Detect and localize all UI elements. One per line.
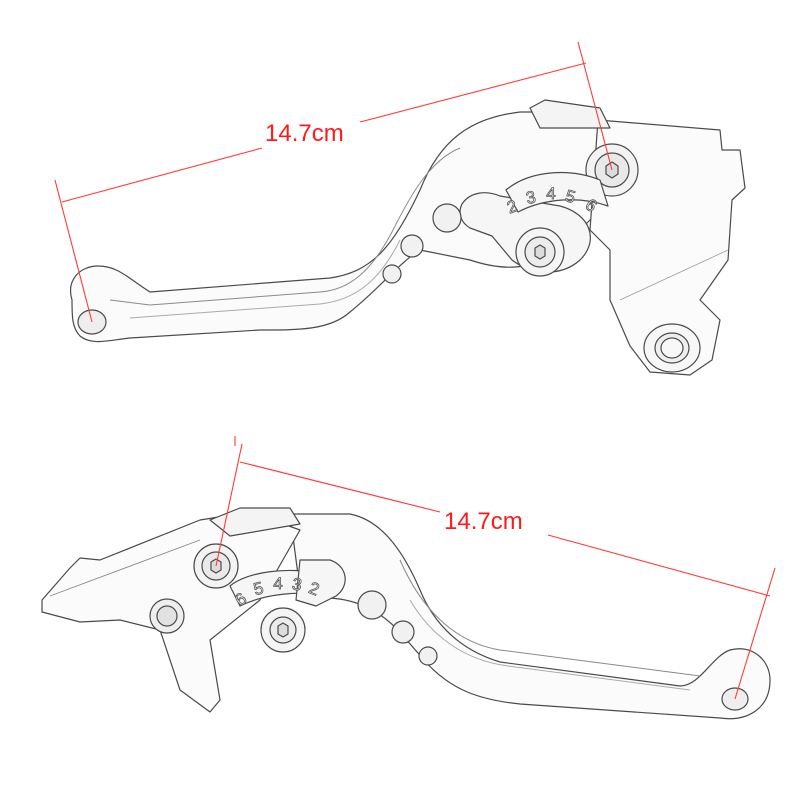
top-dimension-label: 14.7cm — [265, 120, 344, 147]
svg-text:4: 4 — [273, 574, 282, 593]
bottom-lever-blade — [289, 513, 771, 720]
svg-text:3: 3 — [291, 574, 304, 594]
svg-text:4: 4 — [546, 184, 555, 203]
hole — [357, 590, 387, 620]
hole — [400, 234, 424, 258]
hole — [432, 203, 462, 233]
top-dimension-lines — [54, 41, 613, 323]
hole — [382, 264, 402, 284]
hole — [391, 620, 415, 644]
svg-text:3: 3 — [524, 187, 537, 208]
bottom-dimension-label: 14.7cm — [444, 508, 523, 535]
bottom-dimension-lines — [215, 436, 776, 700]
hole — [418, 646, 438, 666]
